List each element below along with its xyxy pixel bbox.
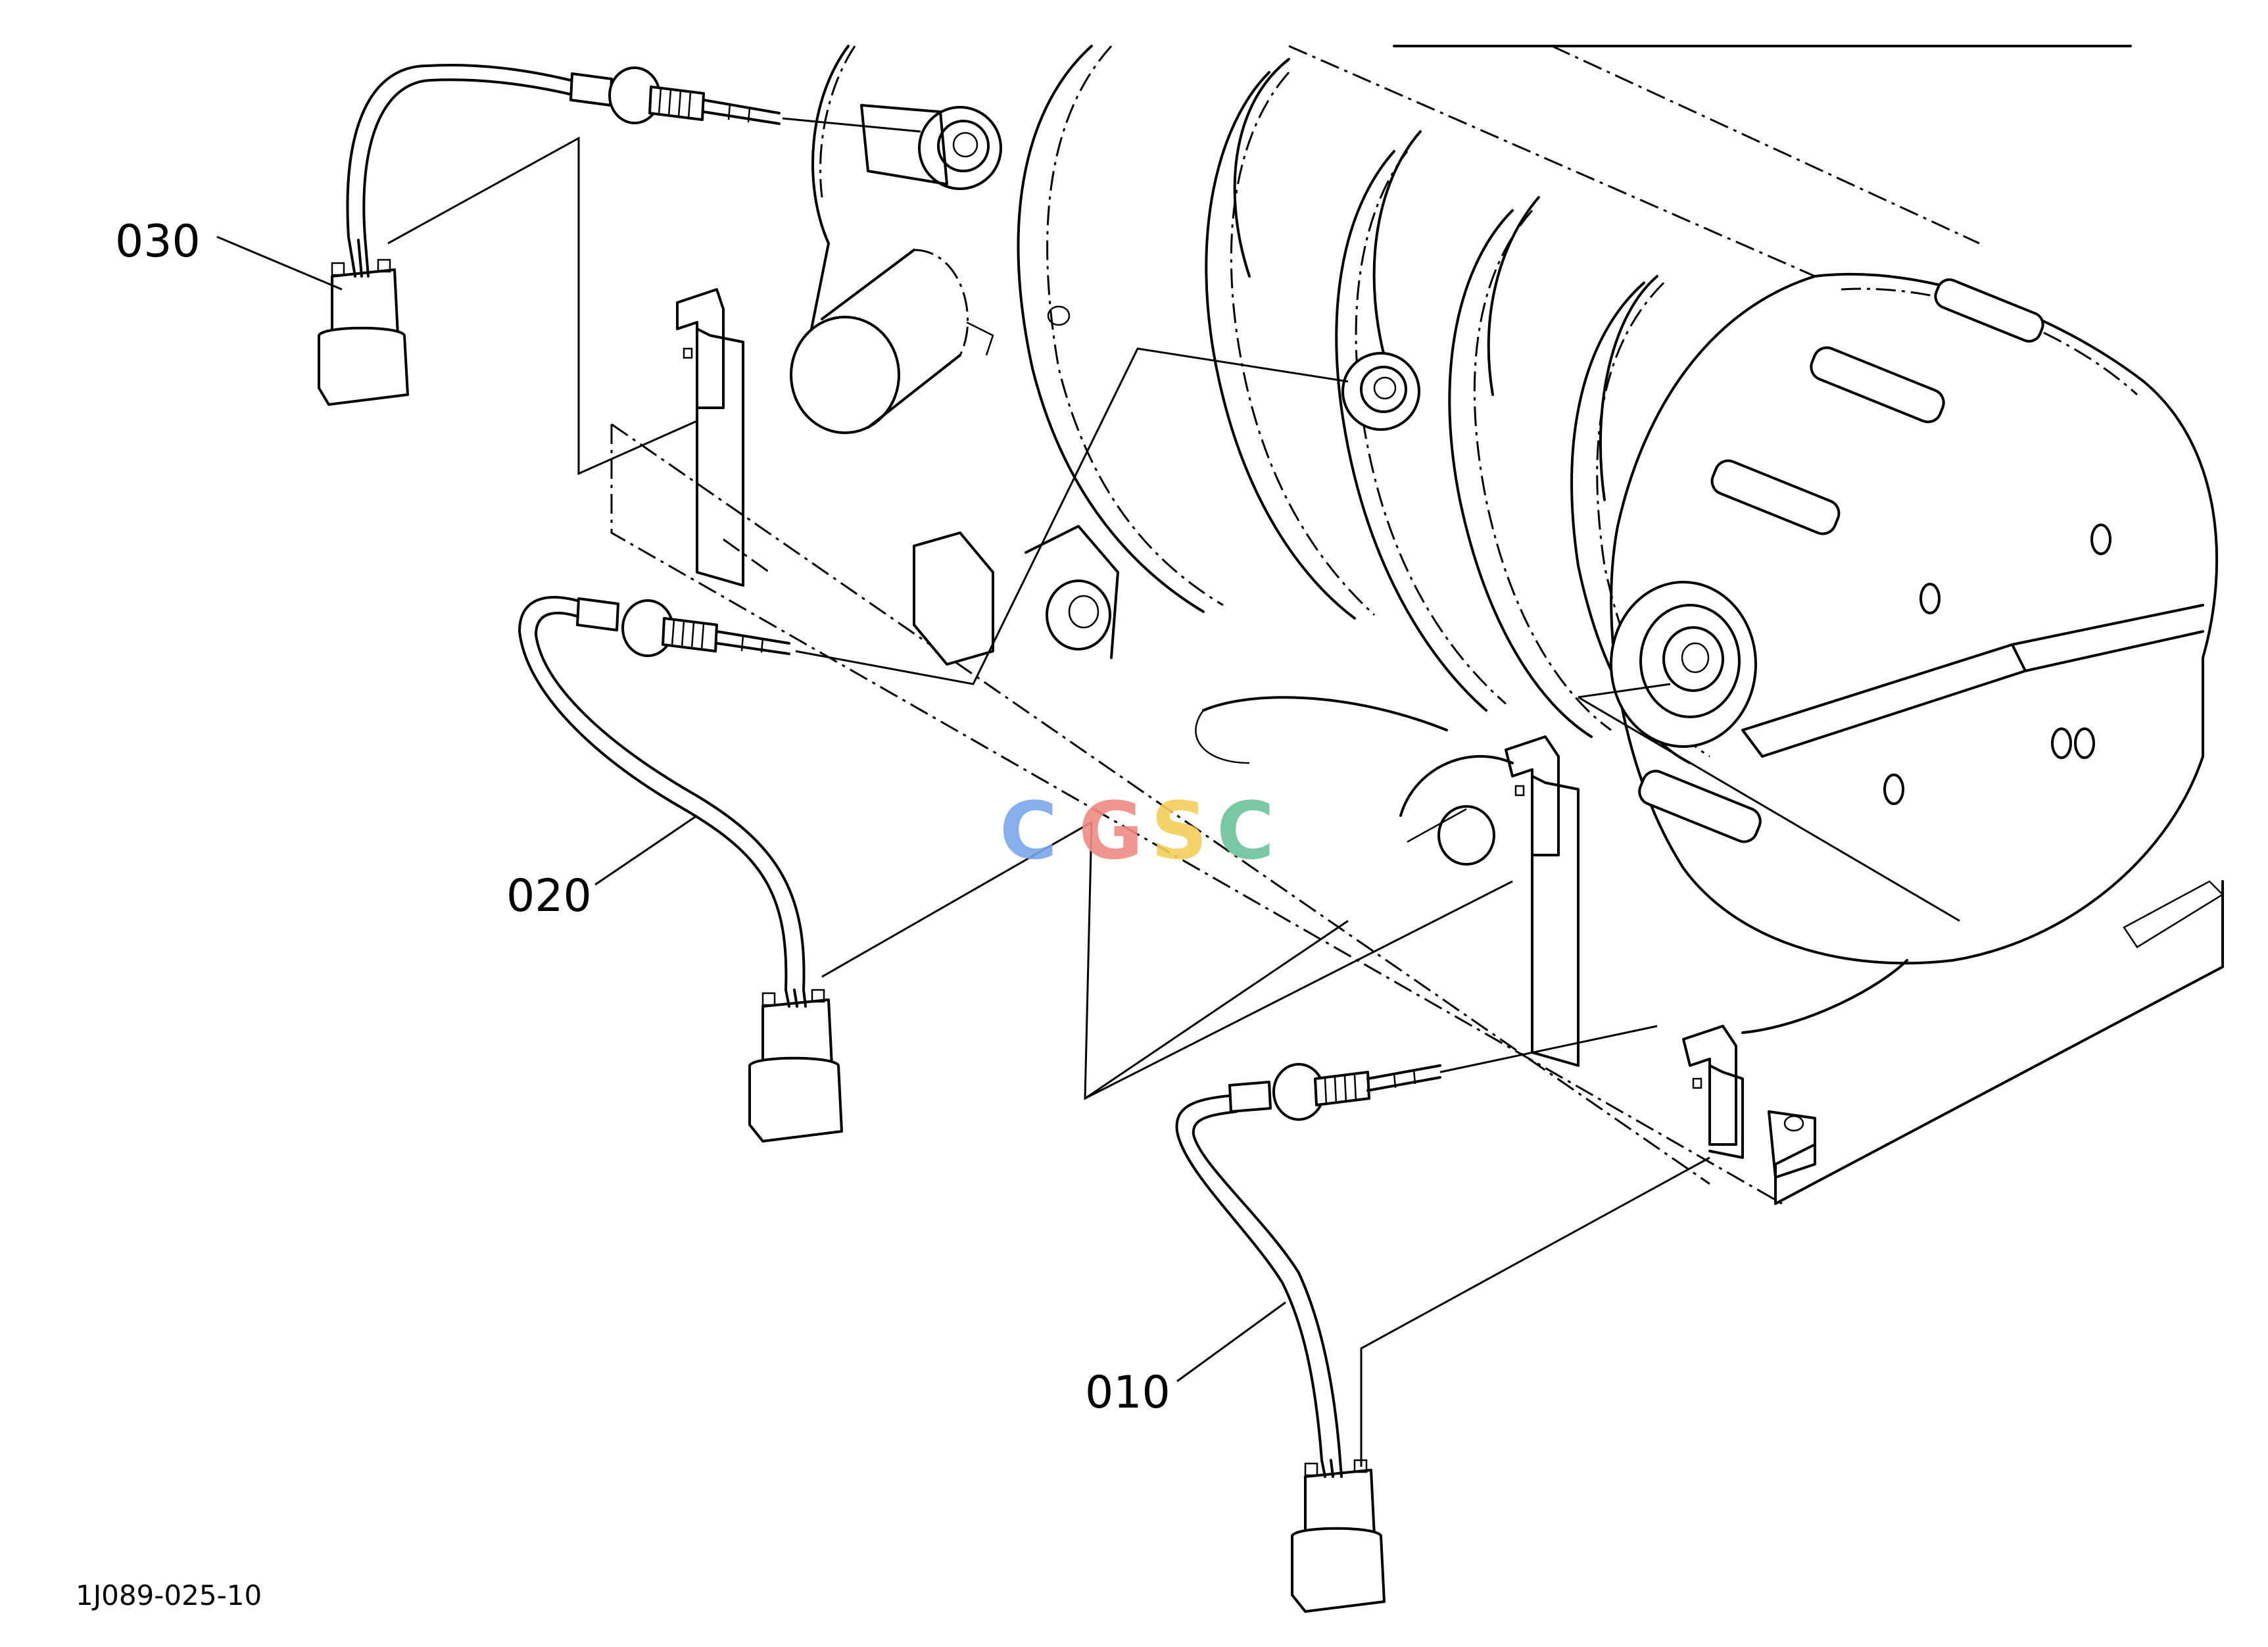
reference-lines: [387, 117, 1960, 1467]
connector-icon: [748, 989, 843, 1143]
callout-020: 020: [506, 814, 698, 922]
drawing-code: 1J089-025-10: [76, 1579, 262, 1611]
mounting-feet: [913, 525, 1514, 866]
callout-label-010: 010: [1085, 1367, 1170, 1419]
callout-label-020: 020: [506, 870, 592, 922]
callout-030: 030: [115, 216, 343, 291]
muffler-housing-icon: [790, 45, 2219, 965]
sensor-port-lower: [1610, 581, 1757, 748]
watermark-letter-4: C: [1217, 786, 1274, 877]
watermark-letter-3: S: [1151, 786, 1207, 877]
temperature-sensor-icon: [518, 596, 806, 991]
connector-icon: [318, 235, 409, 406]
watermark-letter-2: G: [1078, 786, 1144, 877]
callout-010: 010: [1085, 1301, 1286, 1419]
sensor-port-upper: [860, 104, 1002, 190]
callout-label-030: 030: [115, 216, 201, 268]
connector-icon: [1291, 1459, 1386, 1613]
base-frame: [610, 423, 2225, 1205]
temperature-sensor-icon: [1175, 1063, 1441, 1462]
bracket-icon: [676, 288, 1744, 1159]
temperature-sensor-icon: [346, 64, 781, 238]
watermark-logo: C G S C: [1000, 786, 1274, 877]
sensor-port-middle: [1341, 352, 1420, 431]
watermark-letter-1: C: [1000, 786, 1057, 877]
